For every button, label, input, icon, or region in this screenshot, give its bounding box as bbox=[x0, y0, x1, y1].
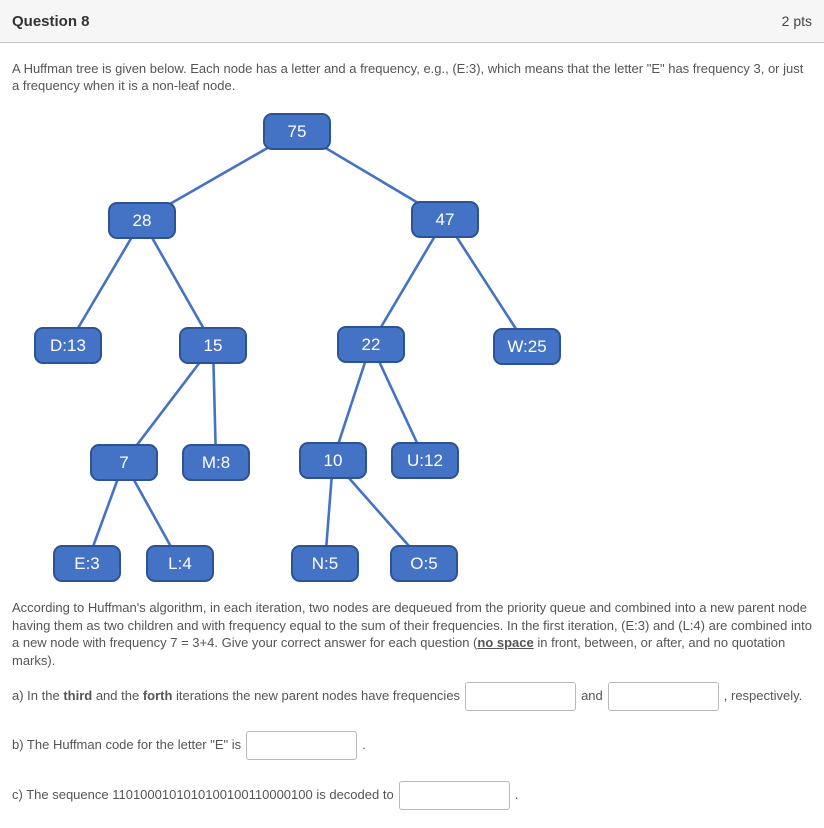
question-b-text: b) The Huffman code for the letter "E" i… bbox=[12, 736, 242, 752]
tree-node-22: 22 bbox=[337, 326, 405, 363]
intro-paragraph: A Huffman tree is given below. Each node… bbox=[12, 61, 804, 93]
tree-node-75: 75 bbox=[263, 113, 331, 150]
tree-edge-22-U12 bbox=[369, 343, 427, 461]
question-c-text-2: is decoded to bbox=[312, 786, 394, 802]
question-a-text-1: a) In the bbox=[12, 687, 64, 703]
question-header: Question 8 2 pts bbox=[0, 0, 824, 43]
question-a: a) In the third and the forth iterations… bbox=[12, 682, 812, 711]
tree-node-47: 47 bbox=[411, 201, 479, 238]
answer-b-input[interactable] bbox=[246, 731, 358, 760]
tree-edge-28-15 bbox=[140, 219, 215, 346]
instructions-text-before: According to Huffman's algorithm, in eac… bbox=[12, 600, 812, 650]
question-a-tail: , respectively. bbox=[723, 687, 803, 703]
tree-node-n5: N:5 bbox=[291, 545, 359, 582]
tree-node-28: 28 bbox=[108, 202, 176, 239]
question-body: A Huffman tree is given below. Each node… bbox=[0, 43, 824, 828]
instructions-text-after: in front, between, or after, and no quot… bbox=[12, 635, 786, 668]
question-b-tail: . bbox=[362, 736, 366, 752]
tree-node-w25: W:25 bbox=[493, 328, 561, 365]
question-a-bold-third: third bbox=[63, 687, 93, 703]
question-a-connector: and bbox=[581, 687, 603, 703]
tree-edge-28-D13 bbox=[66, 219, 144, 346]
answer-a1-input[interactable] bbox=[465, 682, 577, 711]
question-c-text-1: c) The sequence bbox=[12, 786, 113, 802]
question-c-sequence: 1101000101010100100110000100 bbox=[112, 786, 313, 802]
tree-edge-47-W25 bbox=[443, 218, 529, 347]
points-label: 2 pts bbox=[781, 13, 812, 29]
question-a-bold-forth: forth bbox=[142, 687, 173, 703]
tree-node-7: 7 bbox=[90, 444, 158, 481]
tree-edge-15-M8 bbox=[211, 344, 218, 463]
question-a-text-3: iterations the new parent nodes have fre… bbox=[172, 687, 461, 703]
tree-node-d13: D:13 bbox=[34, 327, 102, 364]
tree-node-e3: E:3 bbox=[53, 545, 121, 582]
question-b: b) The Huffman code for the letter "E" i… bbox=[12, 731, 812, 760]
tree-node-10: 10 bbox=[299, 442, 367, 479]
instructions-emphasis: no space bbox=[477, 635, 534, 650]
tree-node-o5: O:5 bbox=[390, 545, 458, 582]
tree-edges-layer bbox=[66, 129, 529, 564]
answer-a2-input[interactable] bbox=[607, 682, 719, 711]
question-title: Question 8 bbox=[12, 12, 90, 30]
answer-c-input[interactable] bbox=[398, 781, 510, 810]
tree-node-m8: M:8 bbox=[182, 444, 250, 481]
question-c: c) The sequence 110100010101010010011000… bbox=[12, 781, 812, 810]
question-a-text-2: and the bbox=[92, 687, 143, 703]
tree-node-u12: U:12 bbox=[391, 442, 459, 479]
tree-edge-15-7 bbox=[122, 344, 215, 463]
instructions-paragraph: According to Huffman's algorithm, in eac… bbox=[12, 599, 816, 669]
question-c-tail: . bbox=[514, 786, 519, 802]
tree-node-15: 15 bbox=[179, 327, 247, 364]
tree-node-l4: L:4 bbox=[146, 545, 214, 582]
tree-edge-22-10 bbox=[331, 343, 373, 461]
tree-edge-47-22 bbox=[369, 218, 447, 345]
